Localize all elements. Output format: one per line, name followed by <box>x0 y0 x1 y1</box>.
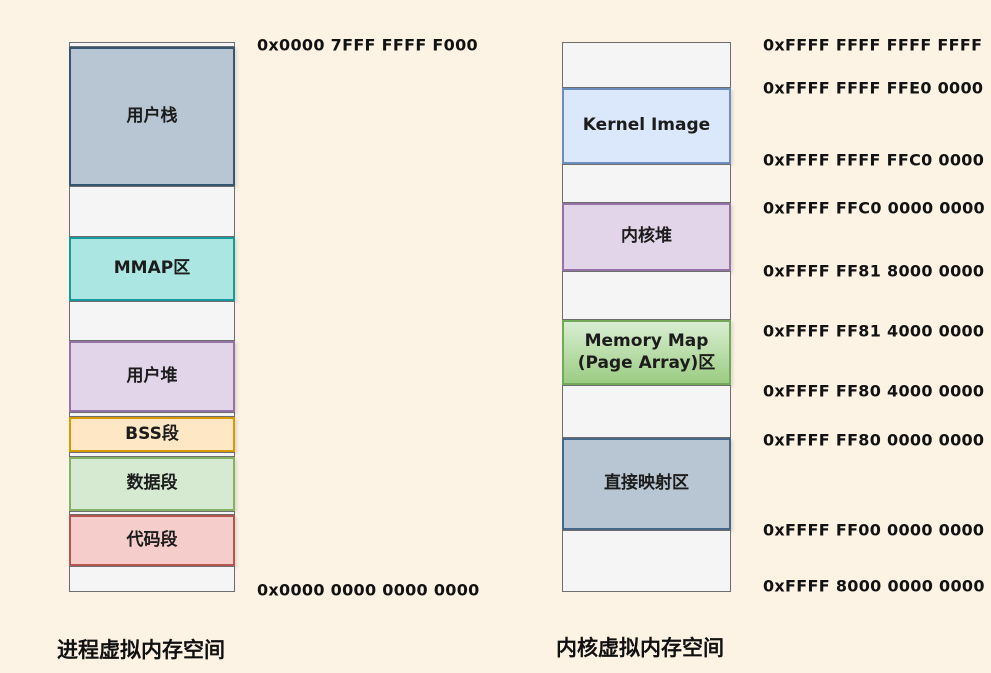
address-label: 0xFFFF FF00 0000 0000 <box>763 520 985 540</box>
segment-label: 用户栈 <box>126 105 178 126</box>
segment-gap <box>69 452 235 457</box>
segment-user-stack: 用户栈 <box>69 47 235 186</box>
segment-free <box>69 566 235 592</box>
segment-label: 直接映射区 <box>604 473 689 494</box>
segment-free <box>562 271 731 320</box>
segment-free <box>69 186 235 237</box>
segment-free <box>562 164 731 203</box>
segment-label: 用户堆 <box>126 365 178 386</box>
address-label: 0xFFFF FFFF FFC0 0000 <box>763 150 985 170</box>
kernel-memory-column: Kernel Image 内核堆 Memory Map (Page Array)… <box>562 42 731 592</box>
address-label: 0xFFFF FF81 4000 0000 <box>763 321 985 341</box>
segment-label: BSS段 <box>125 423 179 444</box>
address-label: 0xFFFF FF80 0000 0000 <box>763 430 985 450</box>
segment-direct-mapping: 直接映射区 <box>562 438 731 530</box>
address-label: 0xFFFF FFFF FFE0 0000 <box>763 78 984 98</box>
address-label-left-top: 0x0000 7FFF FFFF F000 <box>257 35 478 55</box>
address-label: 0xFFFF FF80 4000 0000 <box>763 381 985 401</box>
segment-memory-map: Memory Map (Page Array)区 <box>562 320 731 385</box>
address-label: 0xFFFF FFFF FFFF FFFF <box>763 35 983 55</box>
address-label: 0xFFFF FF81 8000 0000 <box>763 261 985 281</box>
address-label: 0xFFFF FFC0 0000 0000 <box>763 198 985 218</box>
segment-gap <box>69 511 235 515</box>
segment-top-strip <box>69 42 235 47</box>
segment-data: 数据段 <box>69 457 235 511</box>
address-label-left-bottom: 0x0000 0000 0000 0000 <box>257 580 480 600</box>
process-memory-column: 用户栈 MMAP区 用户堆 BSS段 数据段 代码段 <box>69 42 235 592</box>
segment-label: MMAP区 <box>113 258 191 279</box>
segment-free <box>69 301 235 341</box>
segment-label: 代码段 <box>126 529 178 550</box>
segment-kernel-image: Kernel Image <box>562 88 731 164</box>
segment-free <box>562 42 731 88</box>
process-memory-title: 进程虚拟内存空间 <box>57 638 225 662</box>
segment-bss: BSS段 <box>69 417 235 452</box>
address-label: 0xFFFF 8000 0000 0000 <box>763 576 985 596</box>
segment-label: Memory Map (Page Array)区 <box>577 331 716 373</box>
kernel-memory-title: 内核虚拟内存空间 <box>556 636 724 660</box>
segment-gap <box>69 412 235 417</box>
segment-free <box>562 385 731 438</box>
segment-label: Kernel Image <box>582 115 711 136</box>
segment-free <box>562 530 731 592</box>
segment-label: 内核堆 <box>621 226 672 247</box>
segment-code: 代码段 <box>69 515 235 566</box>
segment-label: 数据段 <box>126 473 178 494</box>
segment-user-heap: 用户堆 <box>69 341 235 412</box>
segment-kernel-heap: 内核堆 <box>562 203 731 271</box>
segment-mmap: MMAP区 <box>69 237 235 301</box>
